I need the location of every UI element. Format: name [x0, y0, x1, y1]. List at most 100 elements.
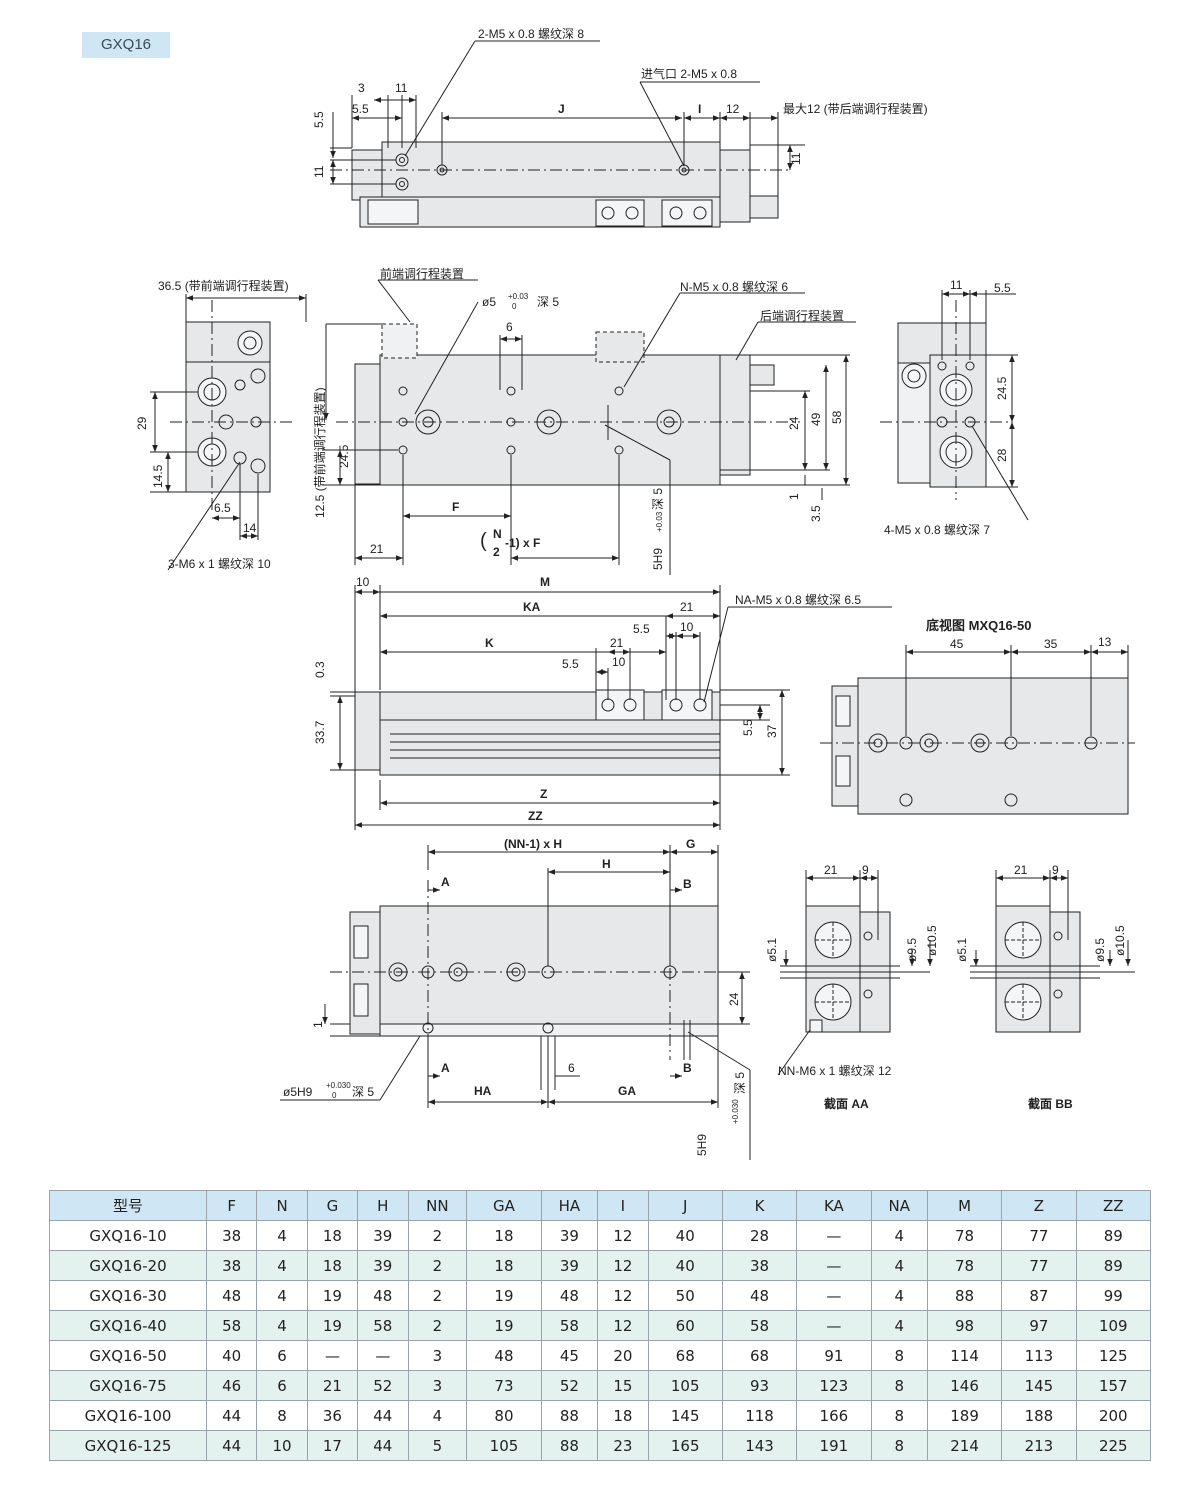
table-cell: 18	[597, 1400, 649, 1431]
label-max12: 最大12 (带后端调行程装置)	[783, 101, 928, 116]
table-header-cell: I	[597, 1190, 649, 1221]
dim-phi10-5-aa: ø10.5	[925, 925, 939, 956]
dim-29: 29	[135, 416, 149, 430]
table-cell: 114	[926, 1340, 1003, 1371]
table-cell: 105	[466, 1430, 542, 1461]
side-view-labels: 前端调行程装置 ø5 +0.03 0 深 5 N-M5 x 0.8 螺纹深 6 …	[312, 266, 844, 570]
table-cell: 48	[205, 1280, 258, 1311]
dim-5-5-v: 5.5	[312, 111, 326, 128]
table-cell: 2	[407, 1310, 468, 1341]
table-header-cell: J	[647, 1190, 723, 1221]
table-cell: 18	[466, 1250, 542, 1281]
dim-3-5: 3.5	[809, 505, 823, 522]
dim-5-5: 5.5	[352, 102, 369, 116]
table-cell: 39	[357, 1250, 409, 1281]
table-cell: 15	[597, 1370, 649, 1401]
label-n-m5: N-M5 x 0.8 螺纹深 6	[680, 280, 788, 294]
table-cell: 4	[870, 1220, 928, 1251]
table-cell: 50	[647, 1280, 723, 1311]
label-tol-0-ls: 0	[332, 1091, 337, 1100]
table-cell: 21	[306, 1370, 359, 1401]
lower-side-view	[280, 845, 751, 1160]
table-cell: 8	[256, 1400, 308, 1431]
section-bb	[970, 870, 1135, 1033]
model-cell: GXQ16-50	[49, 1340, 207, 1371]
top-view	[330, 40, 805, 228]
table-header-cell: GA	[466, 1190, 542, 1221]
dim-5-5-f2: 5.5	[562, 657, 579, 671]
dim-phi5-1-aa: ø5.1	[765, 938, 779, 962]
table-cell: 18	[306, 1250, 359, 1281]
model-cell: GXQ16-75	[49, 1370, 207, 1401]
table-cell: 214	[926, 1430, 1003, 1461]
table-cell: 89	[1075, 1220, 1152, 1251]
dim-21-f2: 21	[610, 636, 624, 650]
table-cell: 48	[466, 1340, 542, 1371]
table-header-cell: 型号	[49, 1190, 207, 1221]
table-cell: 200	[1075, 1400, 1152, 1431]
table-header-cell: H	[357, 1190, 409, 1221]
dim-11-right: 11	[789, 152, 803, 165]
dim-1-ls: 1	[311, 1021, 325, 1028]
dim-10: 10	[356, 575, 370, 589]
dim-phi5-1-bb: ø5.1	[955, 938, 969, 962]
table-cell: 97	[1001, 1310, 1077, 1341]
table-cell: 145	[647, 1400, 723, 1431]
table-cell: 38	[205, 1250, 258, 1281]
dim-35: 35	[1044, 637, 1058, 651]
dim-phi9-5-bb: ø9.5	[1093, 938, 1107, 962]
dim-45: 45	[950, 637, 964, 651]
table-cell: 44	[357, 1400, 409, 1431]
table-cell: 88	[926, 1280, 1003, 1311]
table-cell: 23	[597, 1430, 649, 1461]
dim-5-5-v2: 5.5	[741, 719, 755, 736]
technical-drawing: 2-M5 x 0.8 螺纹深 8 进气口 2-M5 x 0.8 最大12 (带后…	[135, 27, 1135, 1160]
table-cell: 4	[256, 1220, 308, 1251]
bottom-view	[820, 645, 1135, 815]
table-cell: 3	[407, 1340, 468, 1371]
table-cell: 165	[647, 1430, 723, 1461]
front-view	[330, 585, 892, 830]
table-cell: 40	[205, 1340, 258, 1371]
dim-ZZ: ZZ	[528, 809, 543, 823]
label-tol-0: 0	[512, 302, 517, 311]
dim-21-f: 21	[680, 600, 694, 614]
table-cell: 12	[597, 1250, 649, 1281]
dim-KA: KA	[523, 600, 541, 614]
table-cell: 2	[407, 1220, 468, 1251]
table-header-cell: NN	[407, 1190, 468, 1221]
dim-6: 6	[506, 320, 513, 334]
label-inlet: 进气口 2-M5 x 0.8	[641, 66, 737, 81]
frac-n: N	[493, 527, 502, 541]
table-cell: 8	[870, 1430, 928, 1461]
table-cell: 38	[721, 1250, 798, 1281]
table-cell: 19	[306, 1280, 359, 1311]
table-cell: 89	[1075, 1250, 1152, 1281]
dim-6-5: 6.5	[214, 501, 231, 515]
table-cell: 80	[466, 1400, 542, 1431]
table-cell: 38	[205, 1220, 258, 1251]
dim-12: 12	[726, 102, 740, 116]
table-cell: 99	[1075, 1280, 1152, 1311]
lower-side-labels: (NN-1) x H G H A B A B 6 HA GA 24 1 ø5H9…	[283, 837, 892, 1156]
dim-11-v: 11	[312, 165, 326, 178]
label-depth5-ls: 深 5	[352, 1085, 374, 1099]
table-cell: —	[796, 1280, 872, 1311]
side-view	[322, 279, 856, 575]
dim-0-3: 0.3	[313, 661, 327, 678]
label-na-m5: NA-M5 x 0.8 螺纹深 6.5	[735, 593, 861, 607]
label-side-12-5: 12.5 (带前端调行程装置)	[312, 387, 327, 518]
dim-M: M	[540, 575, 550, 589]
dim-10-f2: 10	[612, 655, 626, 669]
table-header-cell: ZZ	[1075, 1190, 1152, 1221]
table-cell: 88	[540, 1430, 599, 1461]
table-cell: 60	[647, 1310, 723, 1341]
table-cell: 6	[256, 1340, 308, 1371]
label-phi5h9: ø5H9	[283, 1085, 313, 1099]
table-cell: 18	[466, 1220, 542, 1251]
table-cell: 48	[357, 1280, 409, 1311]
